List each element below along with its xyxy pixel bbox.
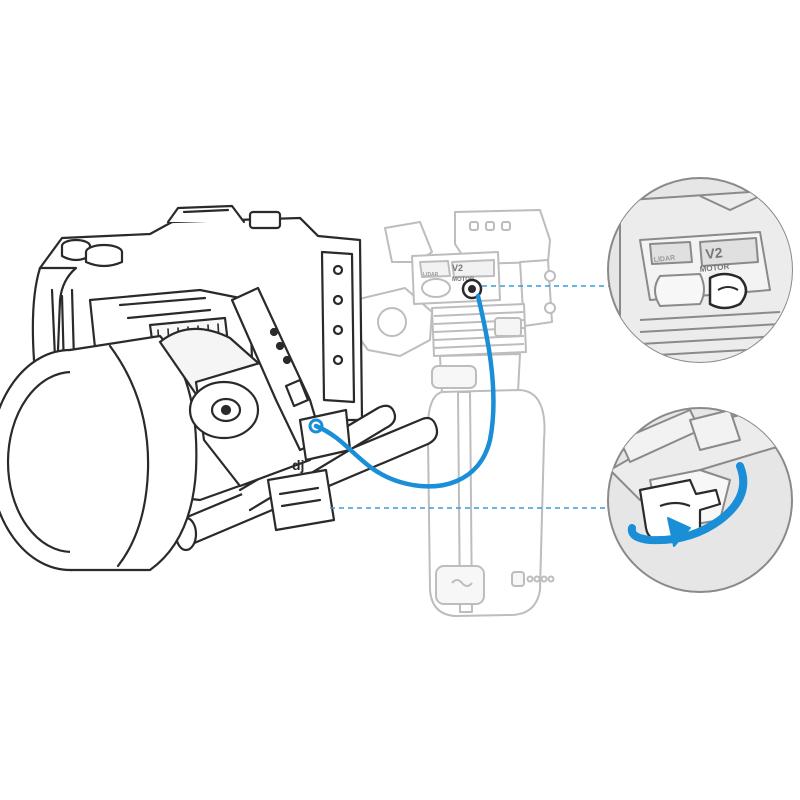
rotate-arrow-icon <box>627 462 748 547</box>
callout-motor-port: V2 MOTOR LIDAR <box>607 177 793 363</box>
callout-port-motor-label: MOTOR <box>699 262 730 274</box>
callout-clamp-rotation <box>607 407 793 593</box>
svg-text:dj: dj <box>292 457 304 473</box>
focus-motor-icon: dj <box>158 286 352 532</box>
clamp-latch-icon <box>638 478 722 542</box>
callout-port-lidar-label: LIDAR <box>653 255 675 264</box>
gimbal-port-lidar-label: LIDAR <box>423 272 439 278</box>
gimbal-port-motor-label: MOTOR <box>452 277 475 283</box>
callout-port-v2-label: V2 <box>705 244 724 262</box>
gimbal-port-v2-label: V2 <box>452 263 463 273</box>
motor-cable <box>313 293 496 489</box>
gimbal-handle-icon <box>351 209 556 617</box>
